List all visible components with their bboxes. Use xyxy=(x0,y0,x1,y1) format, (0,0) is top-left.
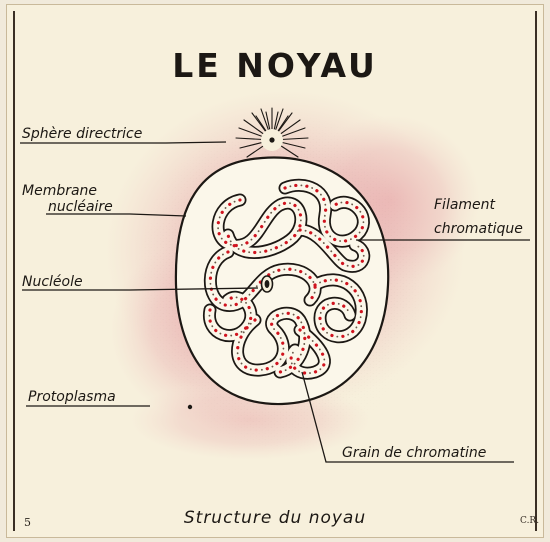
figure-caption: Structure du noyau xyxy=(0,508,550,528)
page-title: LE NOYAU xyxy=(0,46,550,85)
plate-number: 5 xyxy=(24,516,31,529)
protoplasma-marker xyxy=(188,405,192,409)
label-nucleole: Nucléole xyxy=(22,273,83,291)
label-membrane-line2: nucléaire xyxy=(48,198,113,216)
label-filament-line2: chromatique xyxy=(434,220,523,238)
label-protoplasma: Protoplasma xyxy=(28,388,116,406)
nucleolus xyxy=(262,276,273,292)
artist-initials: C.R. xyxy=(520,516,539,526)
label-sphere-directrice: Sphère directrice xyxy=(22,125,142,143)
label-grain-chromatine: Grain de chromatine xyxy=(342,444,486,462)
label-filament-line1: Filament xyxy=(434,196,495,214)
